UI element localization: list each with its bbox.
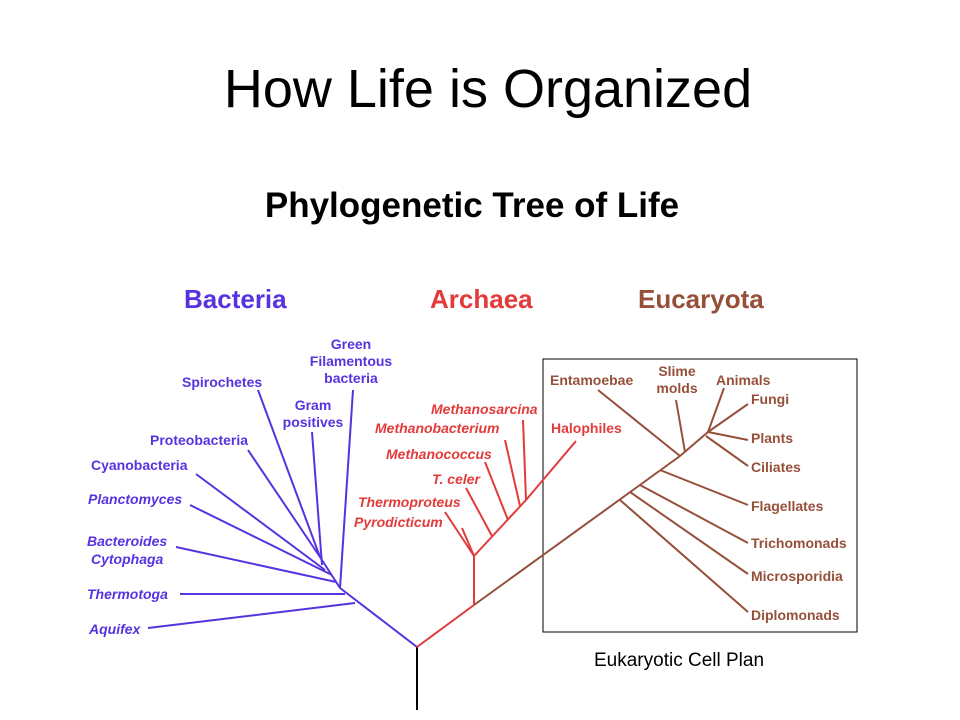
branch-methanobacterium: [504, 439, 521, 507]
branch-eucaryota-main: [473, 455, 681, 606]
domain-label-bacteria: Bacteria: [184, 284, 287, 314]
label-slime-molds-1: Slime: [658, 363, 696, 379]
branch-bacteroides: [175, 546, 337, 583]
label-ciliates: Ciliates: [751, 459, 801, 475]
branch-proteobacteria: [247, 449, 321, 558]
branch-green-filamentous: [339, 389, 354, 589]
label-green-filamentous-2: Filamentous: [310, 353, 393, 369]
domain-label-archaea: Archaea: [430, 284, 533, 314]
label-green-filamentous-3: bacteria: [324, 370, 378, 386]
label-planctomyces: Planctomyces: [88, 491, 182, 507]
label-animals: Animals: [716, 372, 771, 388]
branch-entamoebae: [597, 389, 681, 457]
bacteria-labels: Green Filamentous bacteria Spirochetes G…: [87, 336, 392, 637]
eukaryotic-box: [542, 358, 858, 633]
branch-flagellates: [659, 469, 749, 506]
branch-aquifex: [147, 602, 356, 629]
label-cyanobacteria: Cyanobacteria: [91, 457, 188, 473]
label-spirochetes: Spirochetes: [182, 374, 262, 390]
page-title: How Life is Organized: [223, 59, 753, 119]
label-pyrodicticum: Pyrodicticum: [354, 514, 443, 530]
label-diplomonads: Diplomonads: [751, 607, 840, 623]
branch-animals: [707, 387, 725, 433]
archaea-labels: Methanosarcina Methanobacterium Halophil…: [354, 401, 622, 530]
label-gram-positives-2: positives: [283, 414, 344, 430]
branch-archaea-upper: [473, 499, 527, 557]
branch-ciliates: [705, 435, 749, 467]
label-plants: Plants: [751, 430, 793, 446]
label-aquifex: Aquifex: [88, 621, 142, 637]
bacteria-branches: [147, 389, 418, 648]
branch-trichomonads: [639, 484, 749, 544]
eucaryota-branches: [473, 387, 749, 613]
branch-pyrodicticum: [461, 527, 475, 557]
label-t-celer: T. celer: [432, 471, 482, 487]
label-gram-positives-1: Gram: [295, 397, 332, 413]
domain-label-eucaryota: Eucaryota: [638, 284, 764, 314]
label-proteobacteria: Proteobacteria: [150, 432, 248, 448]
branch-cyanobacteria: [195, 473, 326, 571]
tree-subtitle: Phylogenetic Tree of Life: [264, 186, 680, 225]
label-flagellates: Flagellates: [751, 498, 824, 514]
label-methanobacterium: Methanobacterium: [375, 420, 499, 436]
eucaryota-labels: Entamoebae Slime molds Animals Fungi Pla…: [550, 363, 847, 623]
label-methanosarcina: Methanosarcina: [431, 401, 538, 417]
branch-diplomonads: [619, 499, 749, 613]
archaea-branches: [416, 419, 577, 648]
branch-bacteria-main: [339, 587, 418, 648]
label-trichomonads: Trichomonads: [751, 535, 847, 551]
branch-halophiles: [525, 440, 577, 501]
branch-t-celer: [465, 487, 493, 537]
branch-archaea-main: [416, 604, 475, 648]
label-green-filamentous-1: Green: [331, 336, 371, 352]
label-thermotoga: Thermotoga: [87, 586, 168, 602]
label-bacteroides-1: Bacteroides: [87, 533, 167, 549]
label-entamoebae: Entamoebae: [550, 372, 633, 388]
branch-thermoproteus: [444, 511, 475, 557]
branch-methanosarcina: [522, 419, 527, 501]
branch-microsporidia: [629, 491, 749, 575]
branch-plants: [707, 431, 749, 441]
label-microsporidia: Microsporidia: [751, 568, 843, 584]
branch-planctomyces: [189, 504, 333, 576]
branch-spirochetes: [257, 389, 321, 558]
branch-gram-positives: [311, 431, 323, 566]
label-fungi: Fungi: [751, 391, 789, 407]
eukaryotic-caption: Eukaryotic Cell Plan: [594, 650, 765, 671]
label-slime-molds-2: molds: [656, 380, 697, 396]
branch-fungi: [707, 403, 749, 433]
label-bacteroides-2: Cytophaga: [91, 551, 164, 567]
label-halophiles: Halophiles: [551, 420, 622, 436]
branch-methanococcus: [484, 461, 509, 521]
branch-bacteria-inner: [319, 556, 341, 589]
branch-slime-molds: [675, 399, 686, 453]
label-methanococcus: Methanococcus: [386, 446, 492, 462]
label-thermoproteus: Thermoproteus: [358, 494, 461, 510]
